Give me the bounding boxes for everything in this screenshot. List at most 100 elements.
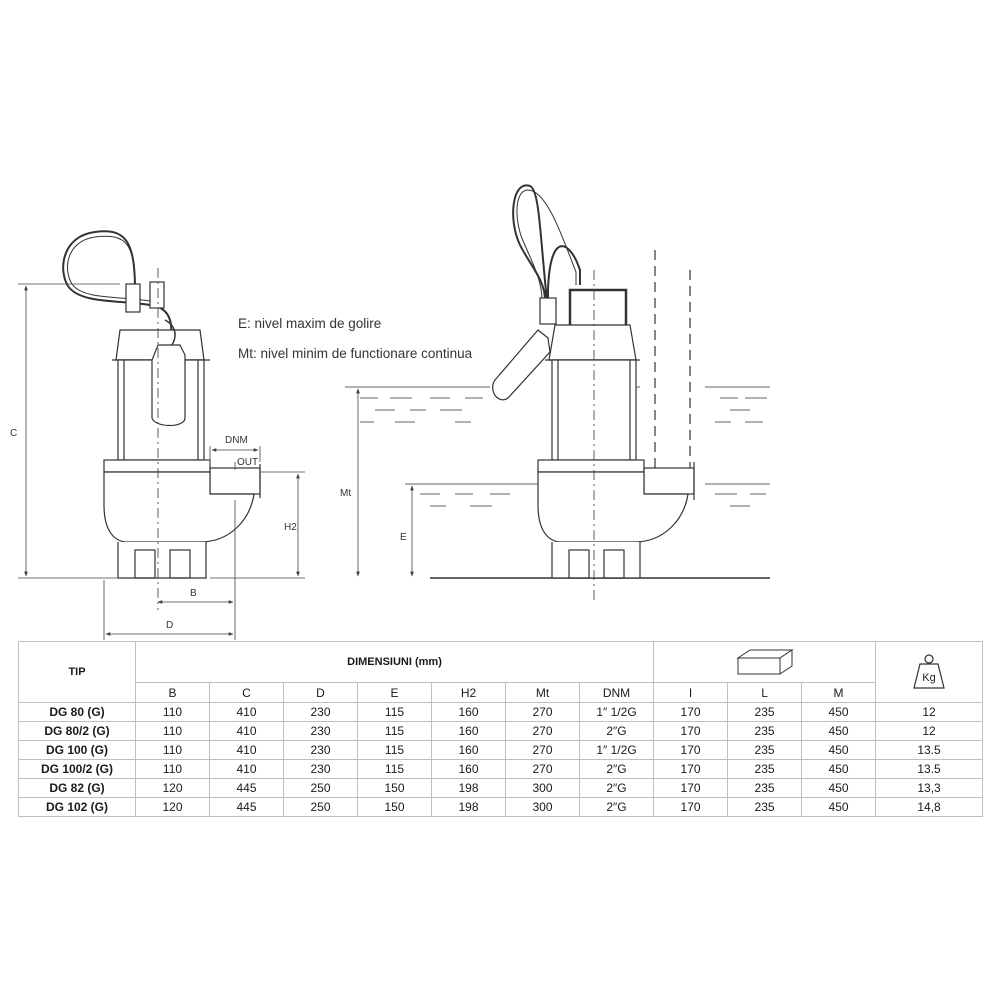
cell-mt: 300 bbox=[505, 797, 580, 817]
cell-d: 230 bbox=[283, 759, 358, 779]
cell-h2: 160 bbox=[431, 721, 506, 741]
cell-b: 110 bbox=[135, 759, 210, 779]
cell-i: 170 bbox=[653, 797, 729, 817]
cell-dnm: 1″ 1/2G bbox=[578, 702, 655, 722]
cell-b: 110 bbox=[135, 721, 210, 741]
power-cable-right bbox=[512, 184, 581, 311]
cell-dnm: 1″ 1/2G bbox=[578, 740, 655, 760]
model-name-cell: DG 100 (G) bbox=[18, 740, 136, 760]
table-header-dimensions: DIMENSIUNI (mm) bbox=[134, 641, 655, 683]
cell-d: 230 bbox=[283, 740, 358, 760]
cell-c: 445 bbox=[209, 797, 284, 817]
pump-technical-drawing: C H2 DNM OUT B D bbox=[10, 184, 770, 640]
cell-h2: 160 bbox=[431, 702, 506, 722]
cell-d: 230 bbox=[283, 721, 358, 741]
cell-b: 120 bbox=[135, 797, 210, 817]
model-name-cell: DG 102 (G) bbox=[18, 797, 136, 817]
column-header-l: L bbox=[727, 682, 803, 703]
cell-i: 170 bbox=[653, 702, 729, 722]
cell-m: 450 bbox=[801, 702, 877, 722]
cell-c: 410 bbox=[209, 740, 284, 760]
cell-e: 115 bbox=[357, 721, 432, 741]
cell-weight: 14,8 bbox=[875, 797, 984, 817]
cell-mt: 270 bbox=[505, 759, 580, 779]
dimension-label-h2: H2 bbox=[284, 522, 297, 533]
dimension-label-c: C bbox=[10, 428, 17, 439]
dimension-lines-right bbox=[356, 388, 414, 577]
lifting-handle bbox=[568, 288, 628, 325]
column-header-e: E bbox=[357, 682, 432, 703]
column-header-h2: H2 bbox=[431, 682, 506, 703]
cell-m: 450 bbox=[801, 740, 877, 760]
cell-m: 450 bbox=[801, 778, 877, 798]
model-name-cell: DG 100/2 (G) bbox=[18, 759, 136, 779]
cell-c: 410 bbox=[209, 759, 284, 779]
cell-c: 445 bbox=[209, 778, 284, 798]
cell-b: 110 bbox=[135, 740, 210, 760]
column-header-dnm: DNM bbox=[578, 682, 655, 703]
cell-dnm: 2″G bbox=[578, 759, 655, 779]
pump-side-view bbox=[62, 230, 261, 610]
cell-mt: 270 bbox=[505, 721, 580, 741]
cell-e: 115 bbox=[357, 759, 432, 779]
table-header-tip: TIP bbox=[18, 641, 136, 703]
pump-volute bbox=[103, 471, 255, 543]
pump-feet bbox=[117, 542, 207, 579]
cell-weight: 13,3 bbox=[875, 778, 984, 798]
cell-e: 115 bbox=[357, 740, 432, 760]
dimension-label-e: E bbox=[400, 532, 407, 543]
cell-weight: 13.5 bbox=[875, 740, 984, 760]
dimension-label-dnm: DNM bbox=[225, 435, 248, 446]
model-name-cell: DG 82 (G) bbox=[18, 778, 136, 798]
cell-d: 230 bbox=[283, 702, 358, 722]
cell-h2: 160 bbox=[431, 740, 506, 760]
cell-l: 235 bbox=[727, 797, 803, 817]
cell-e: 115 bbox=[357, 702, 432, 722]
column-header-d: D bbox=[283, 682, 358, 703]
cell-i: 170 bbox=[653, 759, 729, 779]
column-header-c: C bbox=[209, 682, 284, 703]
cell-i: 170 bbox=[653, 721, 729, 741]
model-name-cell: DG 80 (G) bbox=[18, 702, 136, 722]
cell-weight: 12 bbox=[875, 702, 984, 722]
cell-dnm: 2″G bbox=[578, 797, 655, 817]
float-switch-right bbox=[492, 329, 551, 401]
cell-m: 450 bbox=[801, 759, 877, 779]
cell-d: 250 bbox=[283, 797, 358, 817]
dimension-lines-left bbox=[18, 283, 305, 640]
dimension-label-d: D bbox=[166, 620, 173, 631]
cell-i: 170 bbox=[653, 778, 729, 798]
dimension-label-mt: Mt bbox=[340, 488, 351, 499]
legend-min-operating-level: Mt: nivel minim de functionare continua bbox=[238, 346, 473, 361]
pump-installed-view bbox=[345, 184, 770, 600]
cell-e: 150 bbox=[357, 797, 432, 817]
cell-e: 150 bbox=[357, 778, 432, 798]
cell-h2: 198 bbox=[431, 797, 506, 817]
cell-h2: 198 bbox=[431, 778, 506, 798]
cell-l: 235 bbox=[727, 759, 803, 779]
weight-icon: Kg bbox=[875, 641, 984, 703]
cell-d: 250 bbox=[283, 778, 358, 798]
cell-l: 235 bbox=[727, 721, 803, 741]
cell-mt: 270 bbox=[505, 740, 580, 760]
cell-weight: 12 bbox=[875, 721, 984, 741]
model-name-cell: DG 80/2 (G) bbox=[18, 721, 136, 741]
dimension-label-b: B bbox=[190, 588, 197, 599]
cell-m: 450 bbox=[801, 721, 877, 741]
cell-b: 110 bbox=[135, 702, 210, 722]
dimension-label-out: OUT bbox=[237, 457, 258, 468]
cell-l: 235 bbox=[727, 778, 803, 798]
cell-dnm: 2″G bbox=[578, 721, 655, 741]
cell-mt: 270 bbox=[505, 702, 580, 722]
cell-h2: 160 bbox=[431, 759, 506, 779]
package-icon bbox=[653, 641, 877, 683]
cell-c: 410 bbox=[209, 721, 284, 741]
cell-l: 235 bbox=[727, 740, 803, 760]
